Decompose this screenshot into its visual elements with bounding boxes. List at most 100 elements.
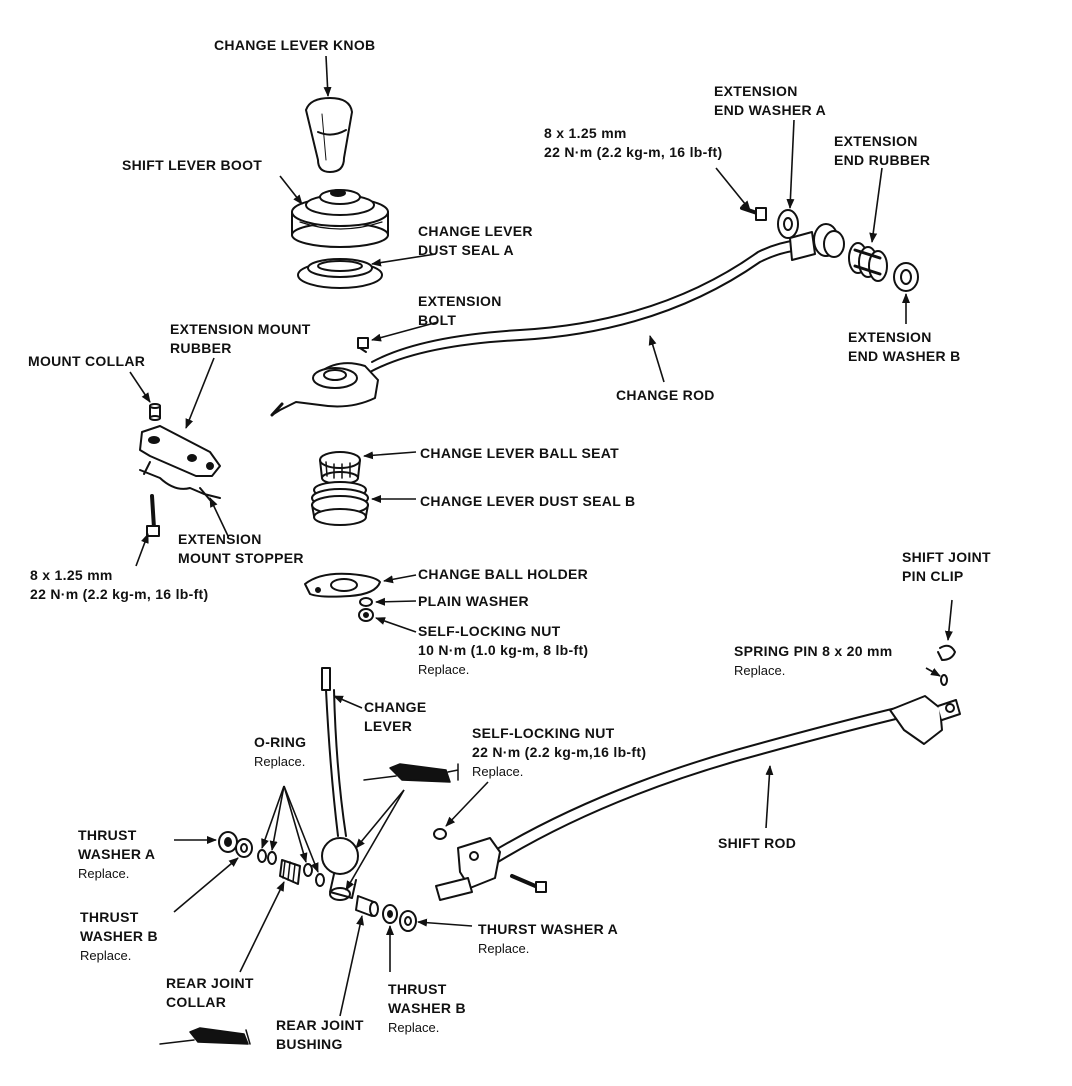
label-self-locking-nut-top: SELF-LOCKING NUT 10 N·m (1.0 kg-m, 8 lb-… [418, 622, 588, 679]
extension-bolt-part [357, 337, 369, 353]
arrow-shift-lever-boot [279, 175, 303, 205]
change-lever-knob-part [305, 97, 353, 173]
label-line: Replace. [478, 941, 530, 956]
arrow-thrust-washer-b-left [173, 857, 239, 913]
label-line: SELF-LOCKING NUT [472, 725, 615, 741]
label-change-lever-dust-seal-a: CHANGE LEVER DUST SEAL A [418, 222, 533, 260]
arrow-extension-bolt [371, 321, 439, 342]
label-line: EXTENSION [418, 293, 502, 309]
label-line: END WASHER A [714, 102, 826, 118]
thrust-washer-b-left-part [235, 838, 253, 858]
arrow-dust-seal-a [371, 253, 437, 267]
label-line: THRUST [80, 909, 139, 925]
label-line: COLLAR [166, 994, 227, 1010]
label-shift-rod: SHIFT ROD [718, 835, 797, 851]
arrow-ball-holder [383, 574, 417, 584]
arrow-o-ring-2 [269, 785, 285, 851]
arrow-o-ring-4 [283, 785, 319, 873]
label-line: SPRING PIN 8 x 20 mm [734, 643, 893, 659]
label-line: 22 N·m (2.2 kg-m, 16 lb-ft) [544, 144, 723, 160]
label-o-ring: O-RING Replace. [254, 733, 306, 771]
arrow-plain-washer [375, 597, 417, 606]
label-rear-joint-bushing: REAR JOINT BUSHING [276, 1016, 364, 1054]
self-locking-nut-top-part [358, 608, 374, 622]
arrow-ball-seat [363, 451, 417, 460]
shift-lever-boot-part [291, 189, 389, 248]
label-line: DUST SEAL A [418, 242, 514, 258]
label-thrust-washer-b-bottom: THRUST WASHER B Replace. [388, 980, 466, 1037]
label-thrust-washer-b-left: THRUST WASHER B Replace. [80, 908, 158, 965]
label-line: O-RING [254, 734, 307, 750]
arrow-detail-upper-2 [345, 789, 405, 891]
detail-sketch-lower [159, 1027, 251, 1045]
label-shift-lever-boot: SHIFT LEVER BOOT [122, 157, 263, 173]
arrow-shift-rod [765, 765, 774, 829]
label-line: WASHER A [78, 846, 156, 862]
arrow-rear-joint-bushing [339, 915, 364, 1017]
label-line: Replace. [80, 948, 132, 963]
change-rod-part [270, 231, 816, 417]
thrust-washer-b-right-part [382, 904, 398, 924]
shift-joint-pin-clip-part [937, 644, 956, 661]
arrow-o-ring-1 [261, 785, 285, 849]
label-mount-collar: MOUNT COLLAR [28, 353, 146, 369]
label-change-lever-dust-seal-b: CHANGE LEVER DUST SEAL B [420, 493, 636, 509]
shift-rod-bolt-part [510, 874, 547, 893]
label-rear-joint-collar: REAR JOINT COLLAR [166, 974, 254, 1012]
thrust-washer-a-right-part [399, 910, 417, 932]
label-line: LEVER [364, 718, 413, 734]
label-line: WASHER B [388, 1000, 466, 1016]
label-line: CHANGE LEVER [418, 223, 533, 239]
arrow-rear-joint-collar [239, 881, 285, 973]
arrow-mount-collar [129, 371, 151, 403]
rear-joint-bushing-part [355, 895, 379, 917]
label-end-bolt-spec: 8 x 1.25 mm 22 N·m (2.2 kg-m, 16 lb-ft) [544, 124, 722, 162]
arrow-o-ring-3 [283, 785, 308, 863]
label-line: END WASHER B [848, 348, 961, 364]
arrow-end-bolt [715, 167, 751, 211]
extension-end-bolt-part [740, 206, 767, 221]
arrow-end-rubber [869, 167, 883, 243]
label-line: 8 x 1.25 mm [30, 567, 113, 583]
label-line: Replace. [254, 754, 306, 769]
label-shift-joint-pin-clip: SHIFT JOINT PIN CLIP [902, 548, 991, 586]
label-line: THURST WASHER A [478, 921, 619, 937]
label-line: 22 N·m (2.2 kg-m,16 lb-ft) [472, 744, 647, 760]
label-line: Replace. [388, 1020, 440, 1035]
label-line: REAR JOINT [166, 975, 254, 991]
label-mount-bolt-spec: 8 x 1.25 mm 22 N·m (2.2 kg-m, 16 lb-ft) [30, 566, 208, 604]
extension-end-rubber-part [848, 242, 888, 282]
arrow-spring-pin [925, 667, 941, 677]
label-line: Replace. [734, 663, 786, 678]
label-extension-mount-rubber: EXTENSION MOUNT RUBBER [170, 320, 311, 358]
arrow-detail-upper-1 [355, 789, 405, 849]
shift-rod-part [435, 695, 961, 901]
label-change-lever-ball-seat: CHANGE LEVER BALL SEAT [420, 445, 619, 461]
rear-joint-collar-part [279, 859, 301, 885]
label-change-lever: CHANGE LEVER [364, 698, 426, 736]
label-line: EXTENSION MOUNT [170, 321, 311, 337]
label-line: EXTENSION [848, 329, 932, 345]
arrow-mount-rubber [185, 357, 215, 429]
label-line: 10 N·m (1.0 kg-m, 8 lb-ft) [418, 642, 589, 658]
arrow-change-lever-knob [323, 55, 332, 97]
label-line: BUSHING [276, 1036, 343, 1052]
label-extension-end-washer-b: EXTENSION END WASHER B [848, 328, 961, 366]
label-change-ball-holder: CHANGE BALL HOLDER [418, 566, 589, 582]
arrow-lock-nut-bottom [445, 781, 489, 827]
label-extension-bolt: EXTENSION BOLT [418, 292, 502, 330]
extension-end-washer-b-part [893, 262, 919, 292]
change-lever-dust-seal-a-part [297, 258, 383, 289]
label-line: EXTENSION [714, 83, 798, 99]
arrow-pin-clip [944, 599, 953, 641]
plain-washer-part [359, 597, 373, 607]
label-line: WASHER B [80, 928, 158, 944]
arrow-change-rod [648, 335, 665, 383]
label-line: Replace. [472, 764, 524, 779]
label-line: THRUST [78, 827, 137, 843]
arrow-change-lever [333, 695, 363, 709]
label-line: MOUNT STOPPER [178, 550, 304, 566]
label-line: SELF-LOCKING NUT [418, 623, 561, 639]
